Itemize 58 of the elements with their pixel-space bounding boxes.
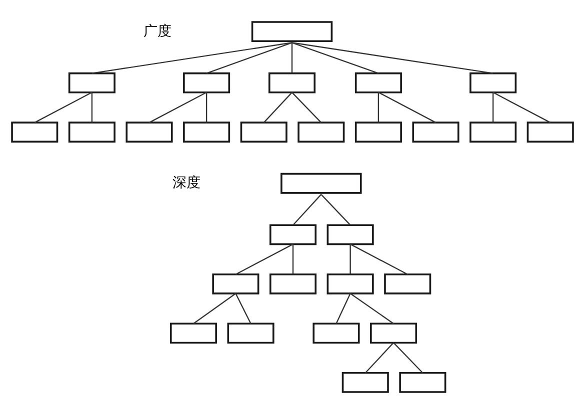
node-box — [68, 72, 116, 93]
node-box — [342, 371, 389, 392]
connector — [292, 194, 322, 225]
node-box — [227, 322, 274, 344]
node-box — [183, 72, 230, 93]
connector — [292, 42, 494, 74]
node-box — [240, 121, 288, 142]
node-box — [251, 20, 333, 42]
label: 广度 — [143, 22, 172, 39]
node-box — [268, 72, 316, 93]
connector — [350, 244, 351, 274]
connector — [364, 342, 394, 373]
connector — [34, 91, 92, 123]
connector — [263, 91, 292, 122]
connector — [193, 292, 236, 324]
node-box — [326, 272, 374, 294]
connector — [291, 42, 293, 73]
connector — [206, 42, 292, 74]
node-box — [280, 172, 362, 194]
node-box — [269, 272, 317, 294]
connector — [378, 92, 380, 122]
connector — [292, 42, 379, 74]
node-box — [212, 272, 260, 294]
node-box — [384, 272, 432, 294]
node-box — [269, 224, 317, 245]
connector — [148, 91, 207, 123]
connector — [292, 244, 294, 274]
node-box — [298, 121, 345, 142]
connector — [235, 243, 294, 274]
connector — [92, 42, 292, 74]
connector — [206, 92, 208, 122]
node-box — [170, 322, 217, 344]
node-box — [354, 72, 402, 93]
connector — [91, 92, 93, 122]
node-box — [470, 121, 517, 142]
node-box — [412, 121, 460, 142]
connector — [292, 91, 322, 122]
connector — [336, 292, 351, 324]
connector — [393, 342, 424, 373]
label: 深度 — [172, 174, 200, 191]
node-box — [312, 322, 360, 344]
node-box — [526, 121, 574, 142]
node-box — [68, 121, 116, 142]
connector — [320, 194, 351, 226]
connector — [492, 91, 551, 123]
connector — [350, 292, 394, 324]
node-box — [126, 121, 173, 142]
node-box — [370, 322, 418, 344]
connector — [492, 92, 494, 122]
connector — [350, 243, 408, 274]
node-box — [326, 224, 374, 245]
node-box — [11, 121, 58, 142]
node-box — [470, 72, 517, 93]
node-box — [399, 371, 446, 392]
node-box — [183, 121, 230, 142]
node-box — [354, 121, 402, 142]
connector — [378, 91, 436, 123]
connector — [235, 292, 252, 324]
